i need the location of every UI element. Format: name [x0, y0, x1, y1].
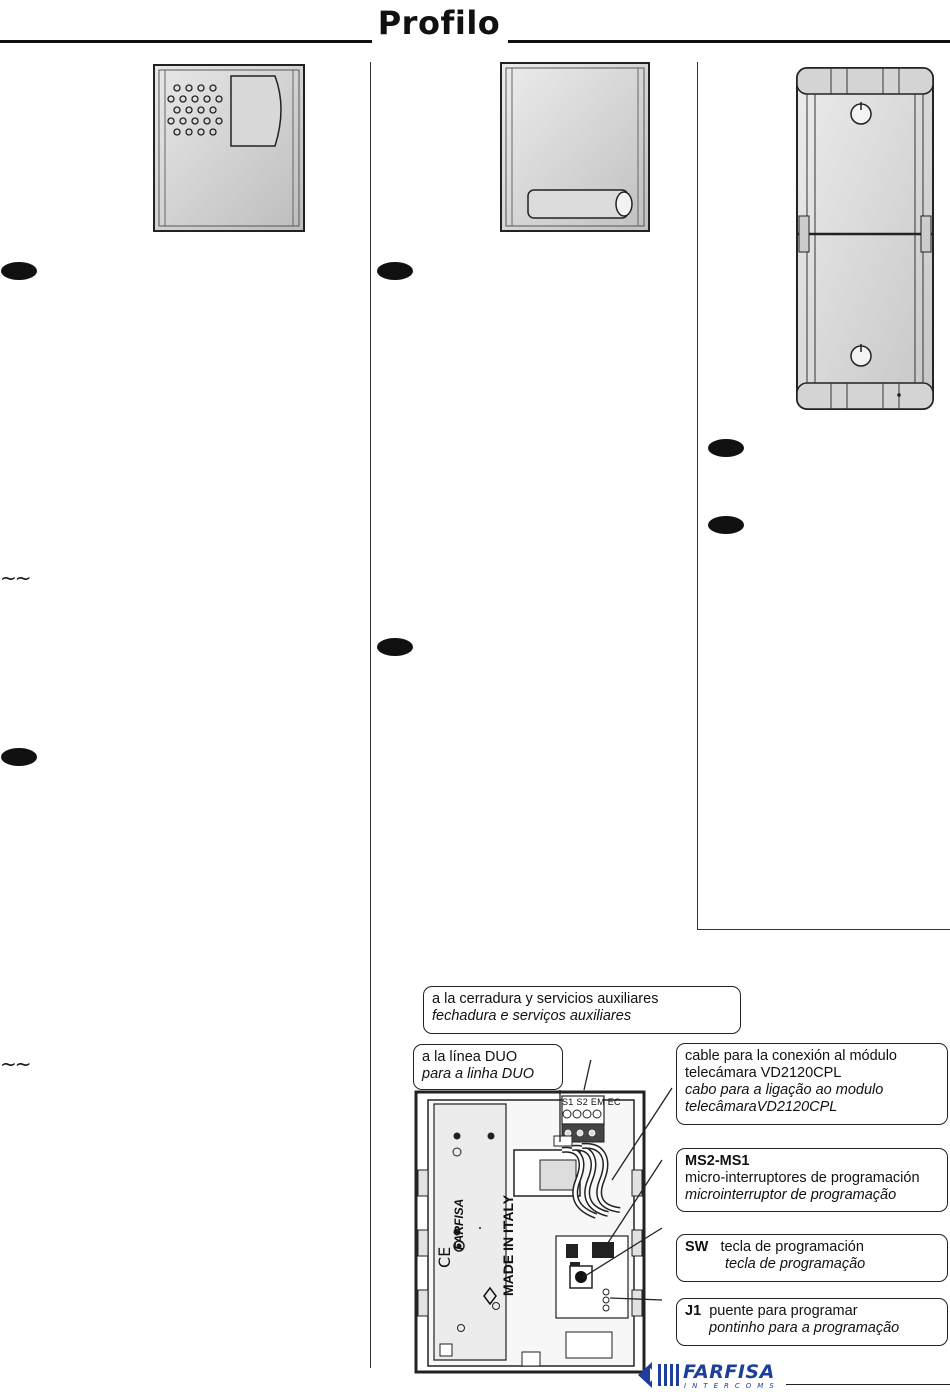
callout-text-es: tecla de programación: [720, 1239, 864, 1255]
section-marker: [708, 516, 744, 534]
ac-symbol: ~~: [0, 566, 31, 590]
callout-text-es: a la línea DUO: [422, 1049, 518, 1065]
callout-text-pt: pontinho para a programação: [709, 1320, 900, 1336]
title-rule-left: [0, 40, 372, 43]
callout-code: J1: [685, 1303, 702, 1319]
section-marker: [377, 262, 413, 280]
callout-text-pt: fechadura e serviços auxiliares: [432, 1008, 632, 1024]
callout-text-pt: telecâmaraVD2120CPL: [685, 1099, 838, 1115]
section-marker: [1, 748, 37, 766]
board-brand-mark: FARFISA: [452, 1198, 466, 1250]
footer-brand: FARFISA: [683, 1361, 775, 1383]
board-made-in-label: MADE IN ITALY: [500, 1194, 516, 1296]
callout-duo-line: a la línea DUO para a linha DUO: [413, 1044, 563, 1090]
ac-symbol: ~~: [0, 1052, 31, 1076]
circuit-board-diagram: CE: [414, 1060, 673, 1374]
section-marker: [1, 262, 37, 280]
button-module-illustration: [500, 62, 650, 232]
callout-text-es: a la cerradura y servicios auxiliares: [432, 991, 659, 1007]
frame-illustration: [796, 67, 934, 410]
callout-text-es: micro-interruptores de programación: [685, 1170, 920, 1186]
callout-program-key: SW tecla de programación tecla de progra…: [676, 1234, 948, 1282]
callout-text-es: puente para programar: [709, 1303, 858, 1319]
speaker-module-illustration: [153, 64, 305, 232]
callout-code: MS2-MS1: [685, 1153, 750, 1169]
footer-rule: [786, 1384, 950, 1385]
callout-text-pt: para a linha DUO: [422, 1066, 535, 1082]
section-marker: [708, 439, 744, 457]
column-divider-2: [697, 62, 698, 930]
svg-text:CE: CE: [435, 1247, 454, 1268]
page-title: Profilo: [377, 4, 501, 42]
column-bottom-rule: [697, 929, 950, 930]
callout-text-es: telecámara VD2120CPL: [685, 1065, 842, 1081]
title-rule-right: [508, 40, 950, 43]
column-divider-1: [370, 62, 371, 1368]
footer-brand-subtitle: INTERCOMS: [684, 1382, 780, 1390]
section-marker: [377, 638, 413, 656]
callout-code: SW: [685, 1239, 709, 1255]
farfisa-logo-icon: [638, 1362, 679, 1388]
callout-dip-switches: MS2-MS1 micro-interruptores de programac…: [676, 1148, 948, 1212]
callout-text-pt: microinterruptor de programação: [685, 1187, 897, 1203]
callout-text-es: cable para la conexión al módulo: [685, 1048, 897, 1064]
callout-camera-cable: cable para la conexión al módulo telecám…: [676, 1043, 948, 1125]
board-terminal-labels: S1 S2 EM EC: [562, 1097, 621, 1107]
callout-jumper: J1 puente para programar pontinho para a…: [676, 1298, 948, 1346]
callout-text-pt: tecla de programação: [725, 1256, 866, 1272]
callout-text-pt: cabo para a ligação ao modulo: [685, 1082, 884, 1098]
callout-lock-auxiliary: a la cerradura y servicios auxiliares fe…: [423, 986, 741, 1034]
